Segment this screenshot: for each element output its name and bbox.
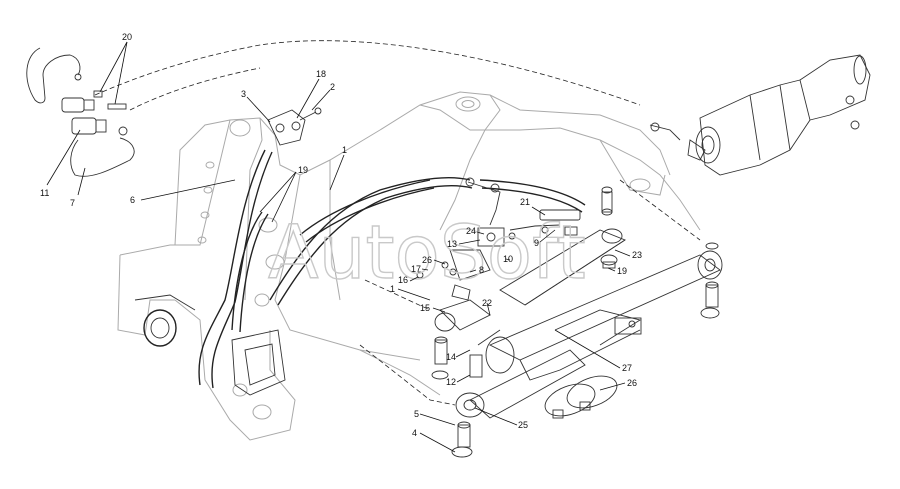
- hydraulic-hoses: [198, 149, 586, 389]
- label-6: 6: [130, 195, 135, 205]
- cylinder-right: [499, 186, 626, 306]
- label-9: 9: [534, 238, 539, 248]
- label-20: 20: [122, 32, 132, 42]
- label-26-lower: 26: [627, 378, 637, 388]
- label-18: 18: [316, 69, 326, 79]
- label-13: 13: [447, 239, 457, 249]
- pivot-hub: [134, 294, 286, 396]
- hydraulic-cylinder-top: [649, 54, 871, 176]
- label-19-lower: 19: [617, 266, 627, 276]
- label-23: 23: [632, 250, 642, 260]
- cylinder-end-left: [431, 299, 491, 380]
- label-1-lower: 1: [390, 284, 395, 294]
- label-5: 5: [414, 409, 419, 419]
- dashed-leader-lines: [94, 40, 701, 406]
- cylinder-main: [485, 242, 723, 381]
- label-leaders: [46, 41, 631, 453]
- label-4: 4: [412, 428, 417, 438]
- valve-block: [416, 177, 581, 301]
- cylinder-lower: [451, 329, 586, 458]
- label-27: 27: [622, 363, 632, 373]
- clamp-assembly: [267, 107, 322, 146]
- label-1-top: 1: [342, 145, 347, 155]
- label-12: 12: [446, 377, 456, 387]
- label-10: 10: [503, 254, 513, 264]
- label-16: 16: [398, 275, 408, 285]
- callout-labels: 20 18 2 3 1 11 7 6 19 21 24 13 9 26 10 2…: [40, 32, 642, 438]
- label-25: 25: [518, 420, 528, 430]
- lift-frame: [117, 91, 701, 441]
- label-8: 8: [479, 265, 484, 275]
- label-2: 2: [330, 82, 335, 92]
- label-24: 24: [466, 226, 476, 236]
- label-17: 17: [411, 264, 421, 274]
- label-15: 15: [420, 303, 430, 313]
- hose-clamps: [544, 375, 618, 419]
- label-11: 11: [40, 188, 49, 198]
- label-7: 7: [70, 198, 75, 208]
- label-21: 21: [520, 197, 530, 207]
- label-14: 14: [446, 352, 456, 362]
- watermark-text: AutoSoft: [268, 210, 586, 296]
- label-22: 22: [482, 298, 492, 308]
- label-26-upper: 26: [422, 255, 432, 265]
- quick-couplers: [26, 47, 135, 177]
- label-19-upper: 19: [298, 165, 308, 175]
- label-3: 3: [241, 89, 246, 99]
